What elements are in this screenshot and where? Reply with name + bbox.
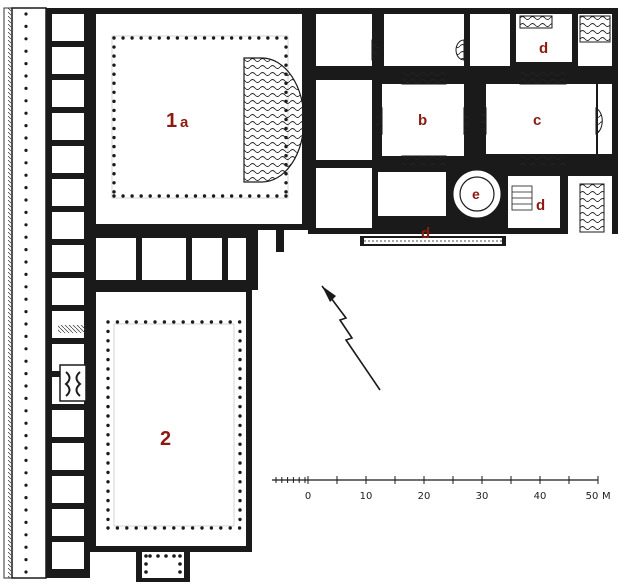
bath-complex [308,8,618,236]
label-2: 2 [160,428,171,450]
building-2 [90,286,252,582]
scale-tick-20: 20 [418,491,431,502]
scale-unit: M [602,491,611,502]
label-c: c [533,112,541,129]
entrance-porch [136,546,190,582]
lightning-north-arrow-icon [321,285,381,391]
corridor-d [276,230,506,252]
stairs [511,185,533,211]
label-d-right: d [536,197,545,214]
label-e: e [472,186,480,202]
scale-tick-0: 0 [305,491,311,502]
colonnade-2 [106,320,242,530]
building-1a [90,8,308,230]
west-portico [3,7,90,579]
scale-bar: 0 10 20 30 40 50 M [272,476,611,502]
portico-columns [24,12,28,574]
label-1: 1 [166,110,177,132]
pool-1a [243,57,305,183]
scale-tick-30: 30 [476,491,489,502]
connecting-rooms [90,230,258,290]
label-d-top: d [539,40,548,57]
round-room-e [452,168,502,220]
scale-tick-10: 10 [360,491,373,502]
latrine-icon [59,364,87,402]
scale-tick-40: 40 [534,491,547,502]
label-d-corridor: d [421,225,430,242]
label-b: b [418,112,427,129]
portico-rooms [52,14,84,569]
scale-tick-50: 50 [586,491,599,502]
label-1a-letter: a [180,114,189,131]
